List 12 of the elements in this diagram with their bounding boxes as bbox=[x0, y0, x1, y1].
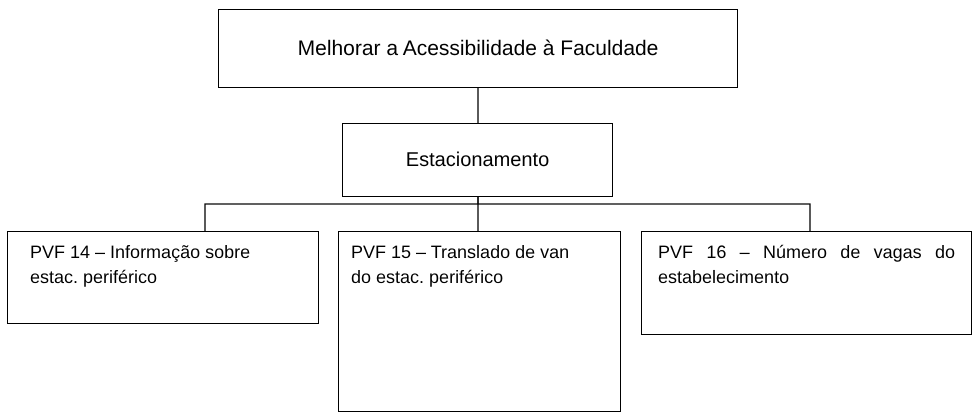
box-label: PVF 16 – Número de vagas do estabelecimento bbox=[658, 241, 955, 290]
connector-line bbox=[477, 197, 811, 231]
text-box bbox=[7, 231, 319, 324]
box-label: PVF 14 – Informação sobre estac. periférico bbox=[30, 241, 252, 290]
connector-line bbox=[477, 88, 479, 123]
box-label: Estacionamento bbox=[406, 148, 550, 173]
text-box bbox=[218, 9, 738, 88]
text-box bbox=[338, 231, 621, 412]
box-label: PVF 15 – Translado de van do estac. periférico bbox=[351, 241, 570, 290]
text-box bbox=[342, 123, 613, 197]
box-label: Melhorar a Acessibilidade à Faculdade bbox=[298, 36, 658, 62]
text-box bbox=[641, 231, 972, 335]
